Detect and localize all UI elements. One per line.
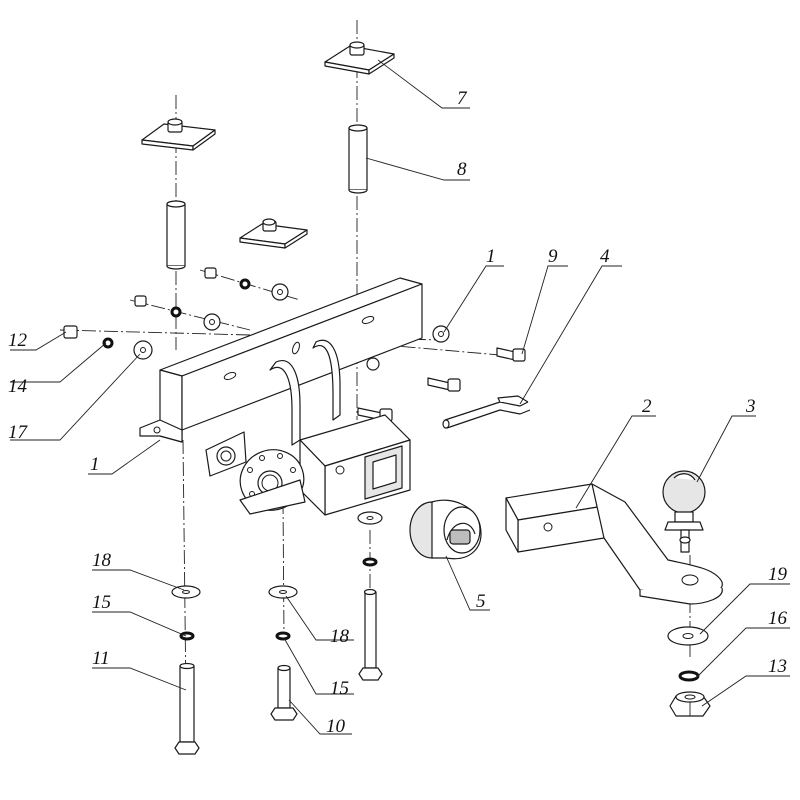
receiver-tube	[299, 414, 411, 516]
callout-15-middle: 15	[330, 678, 349, 699]
part-19-washer	[667, 626, 709, 646]
part-3-tow-ball	[662, 470, 706, 553]
part-8-spacer-tube	[348, 124, 368, 194]
part-1-main-frame	[139, 277, 423, 443]
part-14-lock-washer	[102, 337, 114, 349]
part-17-washer	[133, 340, 153, 360]
callout-19: 19	[768, 564, 788, 585]
callout-12: 12	[8, 330, 28, 351]
part-4-hitch-pin	[442, 395, 531, 429]
part-7-plate-nut	[324, 41, 395, 75]
callout-2: 2	[642, 396, 652, 417]
receiver-bottom-bolt-stack	[358, 557, 383, 681]
callout-1-top: 1	[486, 246, 496, 267]
left-spacer-tube	[166, 200, 186, 270]
part-15-lock-washer-left	[179, 631, 195, 641]
callout-15-left: 15	[92, 592, 111, 613]
callout-3: 3	[745, 396, 756, 417]
callout-16: 16	[768, 608, 788, 629]
callout-labels: 7 8 1 9 4 12 14 17 1 2 3 5 18 15 11 18 1…	[8, 88, 788, 737]
frame-bolts	[357, 357, 461, 422]
callout-5: 5	[476, 591, 486, 612]
part-18-washer-left	[171, 585, 201, 599]
callout-18-left: 18	[92, 550, 112, 571]
callout-18-middle: 18	[330, 626, 350, 647]
part-2-ball-mount	[505, 483, 723, 605]
callout-11: 11	[92, 648, 110, 669]
socket-mount-plate	[239, 449, 306, 515]
part-15-lock-washer-middle	[275, 631, 291, 641]
middle-top-plate-nut	[239, 218, 308, 249]
leader-lines	[10, 59, 790, 735]
part-9-bolt	[496, 347, 526, 362]
part-10-short-bolt	[270, 664, 298, 721]
callout-8: 8	[457, 159, 467, 180]
callout-9: 9	[548, 246, 558, 267]
part-5-cover-cap	[409, 499, 482, 560]
callout-4: 4	[600, 246, 610, 267]
callout-14: 14	[8, 376, 28, 397]
callout-1-bottom: 1	[90, 454, 100, 475]
receiver-brackets	[205, 339, 341, 477]
left-top-plate-nut	[141, 118, 216, 151]
callout-17: 17	[8, 422, 29, 443]
part-11-long-bolt	[174, 662, 200, 755]
callout-13: 13	[768, 656, 787, 677]
receiver-bottom-washer	[357, 511, 383, 525]
upper-fastener-row	[134, 267, 289, 331]
part-13-nut	[669, 691, 711, 717]
part-12-nut	[63, 325, 78, 339]
part-18-washer-middle	[268, 585, 298, 599]
part-16-lock-washer	[678, 670, 700, 682]
callout-10: 10	[326, 716, 346, 737]
callout-7: 7	[457, 88, 468, 109]
